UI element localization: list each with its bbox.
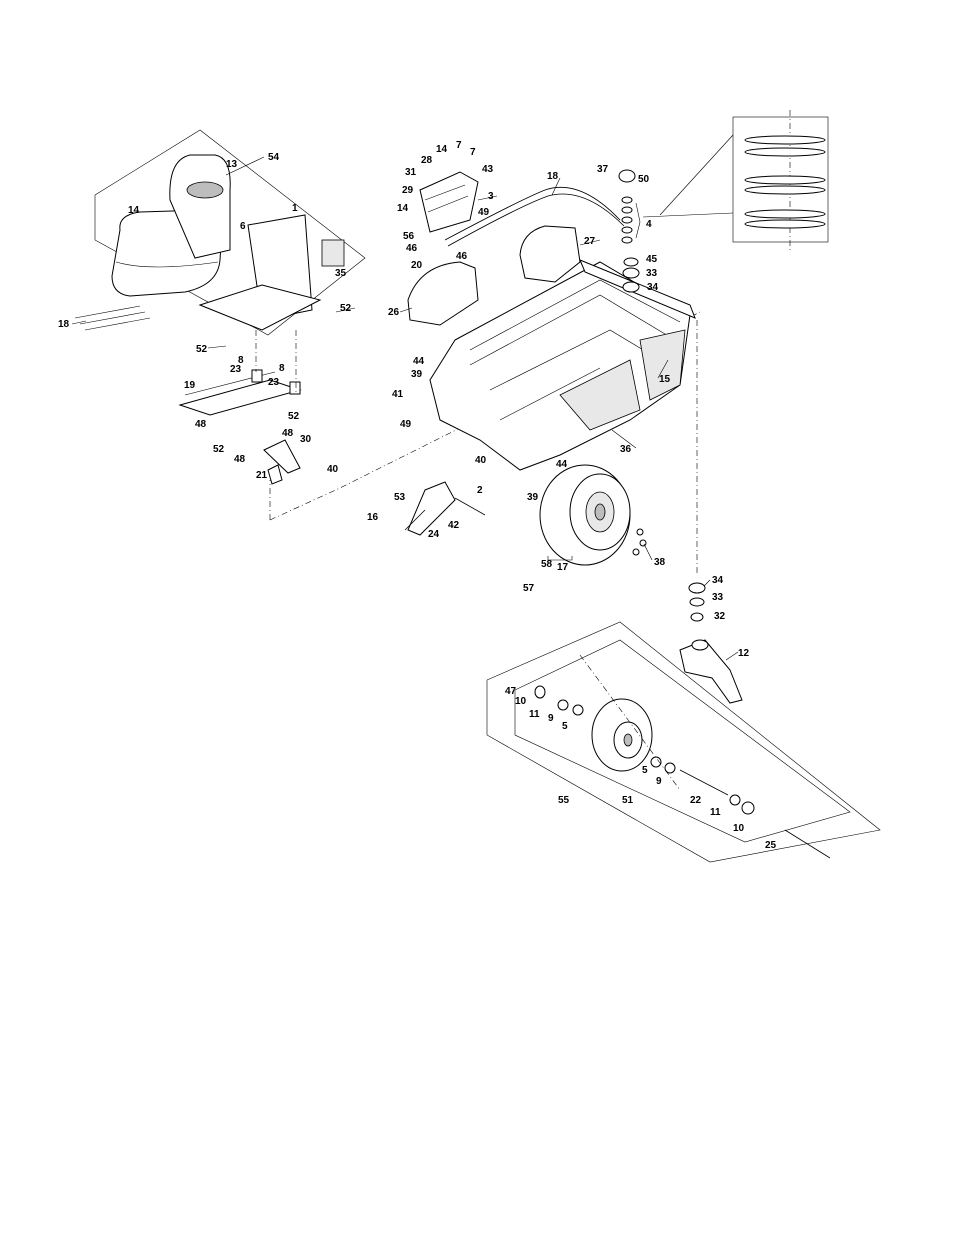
callout-5: 5 — [642, 765, 648, 776]
callout-13: 13 — [226, 159, 238, 170]
callout-37: 37 — [597, 164, 609, 175]
callout-47: 47 — [505, 686, 517, 697]
callout-44: 44 — [413, 356, 425, 367]
callout-48: 48 — [282, 428, 294, 439]
callout-50: 50 — [638, 174, 650, 185]
callout-56: 56 — [403, 231, 415, 242]
callout-28: 28 — [421, 155, 433, 166]
callout-31: 31 — [405, 167, 417, 178]
callout-44: 44 — [556, 459, 568, 470]
callout-43: 43 — [482, 164, 494, 175]
callout-18: 18 — [58, 319, 70, 330]
callout-23: 23 — [268, 377, 280, 388]
callout-19: 19 — [184, 380, 196, 391]
callout-7: 7 — [456, 140, 462, 151]
callout-42: 42 — [448, 520, 460, 531]
callout-26: 26 — [388, 307, 400, 318]
callout-39: 39 — [411, 369, 423, 380]
caster-assembly — [486, 582, 881, 863]
callout-29: 29 — [402, 185, 414, 196]
callout-52: 52 — [340, 303, 352, 314]
callout-4: 4 — [646, 219, 652, 230]
callout-27: 27 — [584, 236, 596, 247]
callout-54: 54 — [268, 152, 280, 163]
callout-18: 18 — [547, 171, 559, 182]
callout-53: 53 — [394, 492, 406, 503]
callout-48: 48 — [195, 419, 207, 430]
callout-9: 9 — [656, 776, 662, 787]
callout-34: 34 — [712, 575, 724, 586]
callout-14: 14 — [128, 205, 140, 216]
seat-assembly — [74, 129, 701, 521]
callout-38: 38 — [654, 557, 666, 568]
callout-36: 36 — [620, 444, 632, 455]
callout-25: 25 — [765, 840, 777, 851]
callout-55: 55 — [558, 795, 570, 806]
callout-48: 48 — [234, 454, 246, 465]
callout-32: 32 — [714, 611, 726, 622]
callout-3: 3 — [488, 191, 494, 202]
callout-22: 22 — [690, 795, 702, 806]
callout-6: 6 — [240, 221, 246, 232]
leader-lines — [71, 156, 739, 661]
callout-11: 11 — [529, 709, 540, 720]
callout-33: 33 — [712, 592, 724, 603]
callout-57: 57 — [523, 583, 535, 594]
callout-52: 52 — [196, 344, 208, 355]
callout-33: 33 — [646, 268, 658, 279]
callout-23: 23 — [230, 364, 242, 375]
callout-14: 14 — [397, 203, 409, 214]
callout-2: 2 — [477, 485, 483, 496]
callout-labels: 54 13 14 6 1 35 52 18 52 8 23 8 23 19 52… — [58, 140, 777, 851]
callout-46: 46 — [406, 243, 418, 254]
callout-40: 40 — [327, 464, 339, 475]
callout-7: 7 — [470, 147, 476, 158]
callout-24: 24 — [428, 529, 440, 540]
callout-41: 41 — [392, 389, 404, 400]
callout-39: 39 — [527, 492, 539, 503]
callout-49: 49 — [400, 419, 412, 430]
callout-21: 21 — [256, 470, 268, 481]
callout-46: 46 — [456, 251, 468, 262]
callout-14: 14 — [436, 144, 448, 155]
callout-8: 8 — [238, 355, 244, 366]
callout-10: 10 — [515, 696, 527, 707]
callout-35: 35 — [335, 268, 347, 279]
callout-5: 5 — [562, 721, 568, 732]
callout-52: 52 — [288, 411, 300, 422]
callout-34: 34 — [647, 282, 659, 293]
callout-15: 15 — [659, 374, 671, 385]
frame-assembly — [404, 171, 696, 566]
callout-11: 11 — [710, 807, 721, 818]
callout-52: 52 — [213, 444, 225, 455]
callout-9: 9 — [548, 713, 554, 724]
callout-51: 51 — [622, 795, 634, 806]
callout-17: 17 — [557, 562, 569, 573]
bearing-stack — [618, 110, 829, 575]
callout-1: 1 — [292, 203, 298, 214]
callout-8: 8 — [279, 363, 285, 374]
callout-49: 49 — [478, 207, 490, 218]
callout-16: 16 — [367, 512, 379, 523]
callout-10: 10 — [733, 823, 745, 834]
callout-30: 30 — [300, 434, 312, 445]
callout-45: 45 — [646, 254, 658, 265]
callout-40: 40 — [475, 455, 487, 466]
callout-58: 58 — [541, 559, 553, 570]
callout-20: 20 — [411, 260, 423, 271]
callout-12: 12 — [738, 648, 750, 659]
